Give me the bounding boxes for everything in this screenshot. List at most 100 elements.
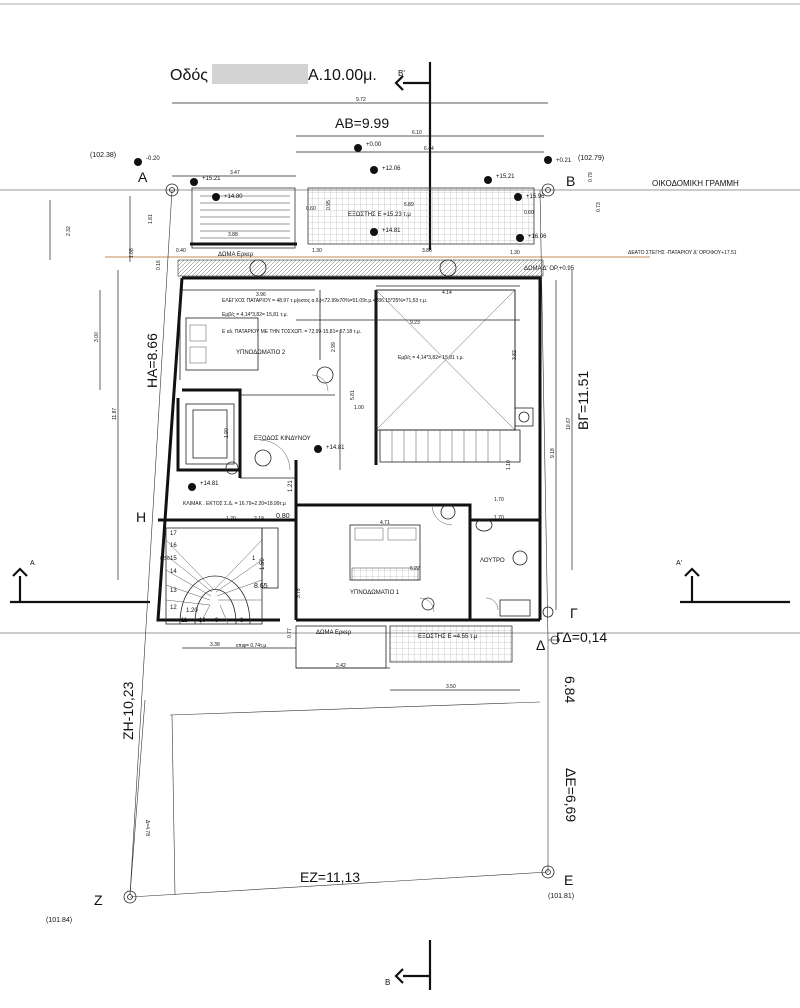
stair-number-11: 11 [181,618,188,624]
street-title: Οδός Α.10.00μ. [170,64,377,84]
dim-1-70-bath: 1.70 [494,515,504,521]
building-walls [156,259,544,622]
elevation-15-21-left: +15.21 [202,176,221,182]
elevation-14-81-terrace: +14.81 [382,228,401,234]
bed-bedroom2 [185,317,259,371]
dim-5-89: 5.89 [404,202,414,208]
dim-5-81: 5.81 [350,390,356,400]
stair-number-12: 12 [170,605,177,611]
corner-label-g: Γ [570,605,578,621]
side-length-ha: ΗΑ=8.66 [144,333,160,388]
corner-label-b: Β [566,173,575,189]
room-label-bedroom1: ΥΠΝΟΔΩΜΑΤΙΟ 1 [350,590,400,596]
dim-3-88: 3.88 [228,232,238,238]
dim-3-78: 3.78 [296,588,302,598]
roof-top-label: ΔΩΜΑ Ερκερ [218,252,254,258]
dim-0-60-left: 0.60 [306,206,316,212]
lift-shaft [185,403,235,465]
dim-4-14: 4.14 [442,290,452,296]
side-length-bg: ΒΓ=11.51 [575,371,591,430]
corner-markers [123,183,560,904]
room-label-bedroom2: ΥΠΝΟΔΩΜΑΤΙΟ 2 [236,350,286,356]
stair-start-number: 1 [252,556,256,562]
dim-3-50: 3.50 [446,684,456,690]
top-terrace-label: ΕΞΩΣΤΗΣ Ε =15.23 τ.μ [348,212,411,218]
elevation-12-06: +12.06 [382,166,401,172]
dim-0-60-right: 0.60 [524,210,534,216]
roof-note-label: ΔΕΑΤΟ ΣΤΕΓΗΣ -ΠΑΤΑΡΙΟΥ Δ' ΟΡΟΦΟΥ+17.51 [628,250,737,256]
elevation-16-06: +16.06 [528,234,547,240]
dim-1-10: 1.10 [506,460,512,470]
dim-1-50: 1.50 [260,558,266,570]
elevation-15-96: +15.96 [526,194,545,200]
section-marker-left: Α [30,560,35,567]
room-label-bath: ΛΟΥΤΡΟ [480,558,505,564]
spot-level-sw: (101.84) [46,917,72,924]
dim-1-70-top: 1.70 [494,497,504,503]
dim-2-99: 2.99 [331,342,337,352]
dim-delta-4-78: Δ=4.78 [144,820,150,836]
dim-1-30-terrace: 1.30 [312,248,322,254]
elevation-14-81-lift: +14.81 [200,481,219,487]
spiral-staircase [165,527,279,625]
dim-6-10: 6.10 [412,130,422,136]
note-stair-area: ΚΛΙΜΑΚ . ΕΚΤΟΣ Σ.Δ. = 16.79+2.20=18.99τ.… [183,501,286,507]
dim-2-32: 2.32 [66,226,72,236]
dimension-lines [49,102,573,691]
dim-3-38: 3.38 [210,642,220,648]
section-marker-top: Β' [398,69,405,78]
elevation-15-21-right: +15.21 [496,174,515,180]
dim-2-42: 2.42 [336,663,346,669]
dim-1-20-top: 1.20 [226,516,236,522]
stair-number-9: 9 [215,618,219,624]
corner-label-d: Δ [536,637,545,653]
elevation-0-00: +0.00 [366,142,382,148]
stair-number-14: 14 [170,569,177,575]
dim-1-30-right: 1.30 [510,250,520,256]
section-marker-bottom: Β [385,978,390,987]
room-label-emergency-exit: ΕΞΟΔΟΣ ΚΙΝΔΥΝΟΥ [254,436,311,442]
dim-0-80: 0.80 [276,513,290,520]
note-mezz-area2: Ε αλ. ΠΑΤΑΡΙΟΥ ΜΕ ΤΗΝ ΤΟΣΧΩΠ. = 72,99-15… [222,329,361,335]
dim-0-79: 0.79 [588,172,594,182]
corner-label-h: Η [136,509,146,525]
corner-label-z: Ζ [94,892,103,908]
dim-1-20-bottom: 1.20 [186,608,198,614]
dim-9-18: 9.18 [550,448,556,458]
stair-mezzanine [379,407,534,463]
dim-0-95: 0.95 [326,200,332,210]
bottom-terrace [295,625,513,669]
dim-3-96: 3.96 [256,292,266,298]
side-length-gd: ΓΔ=0,14 [556,629,607,645]
dim-3-82: 3.82 [512,350,518,360]
dim-9-23: 9.23 [410,320,420,326]
stair-number-16: 16 [170,543,177,549]
elevation-0-21: +0.21 [556,158,572,164]
side-length-ez: ΕΖ=11,13 [300,869,360,885]
spot-level-nw: (102.38) [90,152,116,159]
dim-3-47: 3.47 [230,170,240,176]
dim-1-00: 1.00 [354,405,364,411]
spot-level-ne: (102.79) [578,155,604,162]
dim-0-77: 0.77 [287,628,293,638]
dim-0-73: 0.73 [596,202,602,212]
roof-level-label: ΔΩΜΑ Δ' ΟΡ.+0.95 [524,266,575,272]
note-epifan: επιφ= 0.74τ.μ [236,643,266,649]
dim-8-65: 8.65 [254,583,268,590]
dim-1-81: 1.81 [148,214,154,224]
section-marker-right: Α' [676,560,682,567]
roof-bottom-label: ΔΩΜΑ Ερκερ [316,630,352,636]
section-line-a: Α Α' [10,560,790,604]
bathroom-fixtures [475,518,531,617]
elevation-14-81-hall: +14.81 [326,445,345,451]
door-swings [225,259,499,613]
dim-11-87: 11.87 [112,408,118,420]
street-label-suffix: Α.10.00μ. [308,67,377,84]
side-length-zh: ΖΗ-10,23 [120,681,136,740]
side-length-684: 6.84 [562,676,578,703]
corner-label-a: Α [138,169,148,185]
dim-6-22: 6.22 [410,566,420,572]
dim-0-56: 0.56 [160,556,170,562]
dim-2-19: 2.19 [254,516,264,522]
